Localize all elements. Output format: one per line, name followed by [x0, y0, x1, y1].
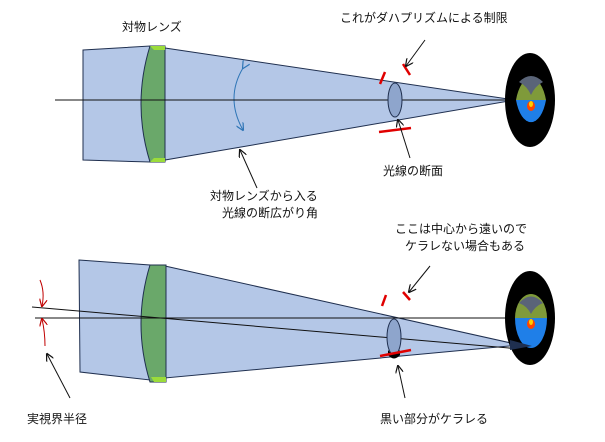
top-diagram: [55, 39, 555, 189]
eye-icon: [505, 271, 555, 365]
beam-cross-section: [387, 82, 403, 118]
vignetted-label: 黒い部分がケラレる: [380, 412, 489, 426]
bottom-diagram: [31, 259, 555, 399]
eye-icon: [505, 53, 555, 147]
beam-cone: [164, 265, 521, 379]
beam-cross-section: [386, 318, 402, 356]
angle-arc: [233, 68, 243, 130]
off-axis-ray: [31, 306, 533, 351]
angle-label-2: 光線の断広がり角: [222, 206, 319, 220]
angle-label-1: 対物レンズから入る: [210, 189, 318, 203]
far-label-2: ケラレない場合もある: [405, 239, 526, 253]
field-radius-arc-top: [40, 279, 43, 306]
far-label-1: ここは中心から遠いので: [395, 222, 528, 236]
barrel: [82, 45, 151, 163]
beam-cone: [164, 47, 516, 161]
dach-prism-limit-label: これがダハプリズムによる制限: [340, 11, 508, 25]
cross-section-label: 光線の断面: [383, 164, 444, 178]
field-radius-label: 実視界半径: [27, 412, 88, 426]
field-radius-arc-bottom: [42, 319, 45, 347]
objective-lens-label: 対物レンズ: [122, 20, 182, 34]
barrel: [78, 259, 151, 381]
